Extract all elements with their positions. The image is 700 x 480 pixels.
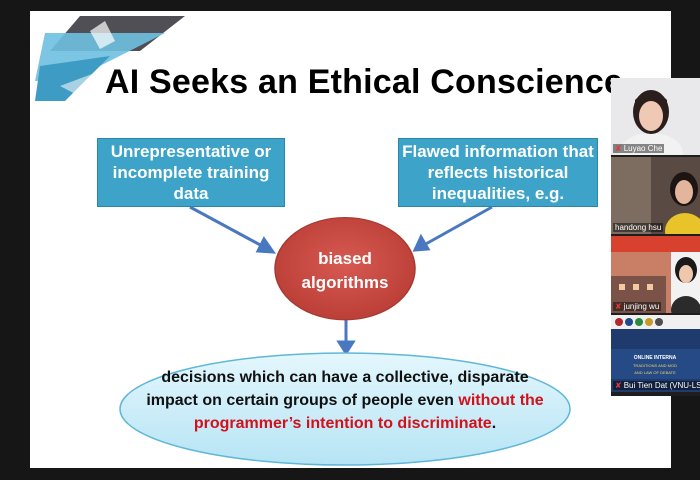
participant-tile[interactable]: handong hsu	[611, 157, 700, 234]
flawed-information-box: Flawed information that reflects histori…	[398, 138, 598, 207]
participants-panel: ✘Luyao Che handong hsu ✘junjing wu	[611, 78, 700, 396]
banner-line1: ONLINE INTERNA	[634, 355, 677, 361]
biased-algorithms-label: biased algorithms	[274, 247, 416, 295]
participant-name: Bui Tien Dat (VNU-LS)	[623, 381, 700, 390]
decisions-text-end: .	[491, 415, 497, 432]
decisions-text-highlight: without the programmer’s intention to di…	[193, 392, 544, 432]
slide-title: AI Seeks an Ethical Conscience	[105, 63, 624, 101]
participant-video	[611, 157, 700, 234]
muted-mic-icon: ✘	[615, 144, 622, 153]
participant-name: junjing wu	[623, 302, 660, 311]
participant-name-tag: ✘Luyao Che	[613, 144, 665, 153]
participant-tile[interactable]: ONLINE INTERNA TRADITIONS AND MOD AND LA…	[611, 315, 700, 392]
center-line1: biased	[318, 249, 372, 268]
slide-graphics	[35, 16, 571, 466]
arrow-right-to-center	[423, 205, 493, 247]
participant-name-tag: ✘junjing wu	[613, 302, 662, 311]
presentation-slide: AI Seeks an Ethical Conscience Unreprese…	[30, 11, 671, 468]
decisions-ellipse	[119, 352, 571, 466]
flawed-information-text: Flawed information that reflects histori…	[402, 142, 594, 203]
participant-name: Luyao Che	[623, 144, 663, 153]
participant-tile[interactable]: ✘junjing wu	[611, 236, 700, 313]
participant-video	[611, 236, 700, 313]
arrowhead-left	[255, 236, 277, 254]
arrow-left-to-center	[189, 205, 265, 249]
muted-mic-icon: ✘	[615, 302, 622, 311]
arrowhead-down	[336, 340, 356, 356]
participant-tile[interactable]: ✘Luyao Che	[611, 78, 700, 155]
banner-line3: AND LAW OF DEBATE	[634, 370, 676, 375]
decisions-text-main: decisions which can have a collective, d…	[146, 369, 529, 409]
participant-name-tag: ✘Bui Tien Dat (VNU-LS)	[613, 381, 700, 390]
arrowhead-right	[412, 233, 431, 252]
center-line2: algorithms	[301, 273, 389, 292]
participant-name-tag: handong hsu	[613, 223, 664, 232]
decisions-text: decisions which can have a collective, d…	[140, 366, 550, 435]
biased-algorithms-circle	[274, 217, 416, 321]
muted-mic-icon: ✘	[615, 381, 622, 390]
participant-name: handong hsu	[615, 223, 662, 232]
training-data-text: Unrepresentative or incomplete training …	[110, 142, 272, 203]
participant-video	[611, 78, 700, 155]
training-data-box: Unrepresentative or incomplete training …	[97, 138, 285, 207]
corner-logo-graphic	[35, 16, 185, 101]
banner-line2: TRADITIONS AND MOD	[633, 363, 677, 368]
participant-video: ONLINE INTERNA TRADITIONS AND MOD AND LA…	[611, 315, 700, 392]
